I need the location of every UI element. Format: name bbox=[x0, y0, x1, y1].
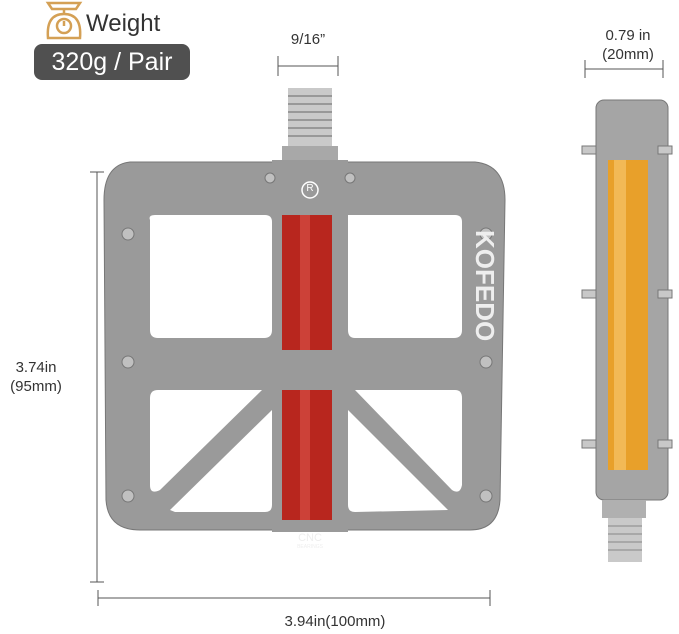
logo-letter: R bbox=[306, 183, 314, 194]
width-label: 3.94in(100mm) bbox=[284, 613, 386, 630]
spindle-size-label: 9/16” bbox=[290, 31, 326, 48]
pedal-front-view bbox=[103, 88, 506, 532]
brand-engraving: KOFEDO bbox=[470, 230, 500, 342]
cnc-engraving: CNC BEARINGS bbox=[290, 533, 330, 551]
cnc-text: CNC bbox=[298, 532, 322, 544]
pedal-side-view bbox=[581, 99, 673, 562]
weight-label: Weight bbox=[86, 10, 161, 37]
brand-logo bbox=[301, 181, 319, 199]
thickness-inches: 0.79 in bbox=[605, 27, 651, 44]
dimension-lines bbox=[90, 56, 664, 606]
height-inches: 3.74in bbox=[15, 359, 57, 376]
thickness-mm: (20mm) bbox=[602, 46, 654, 63]
spindle-thread bbox=[288, 88, 332, 148]
bearings-text: BEARINGS bbox=[297, 544, 323, 550]
thickness-label: 0.79 in (20mm) bbox=[588, 26, 668, 64]
height-mm: (95mm) bbox=[10, 378, 62, 395]
height-label: 3.74in (95mm) bbox=[0, 358, 72, 396]
scale-icon bbox=[45, 1, 83, 40]
weight-value-badge: 320g / Pair bbox=[34, 44, 190, 80]
